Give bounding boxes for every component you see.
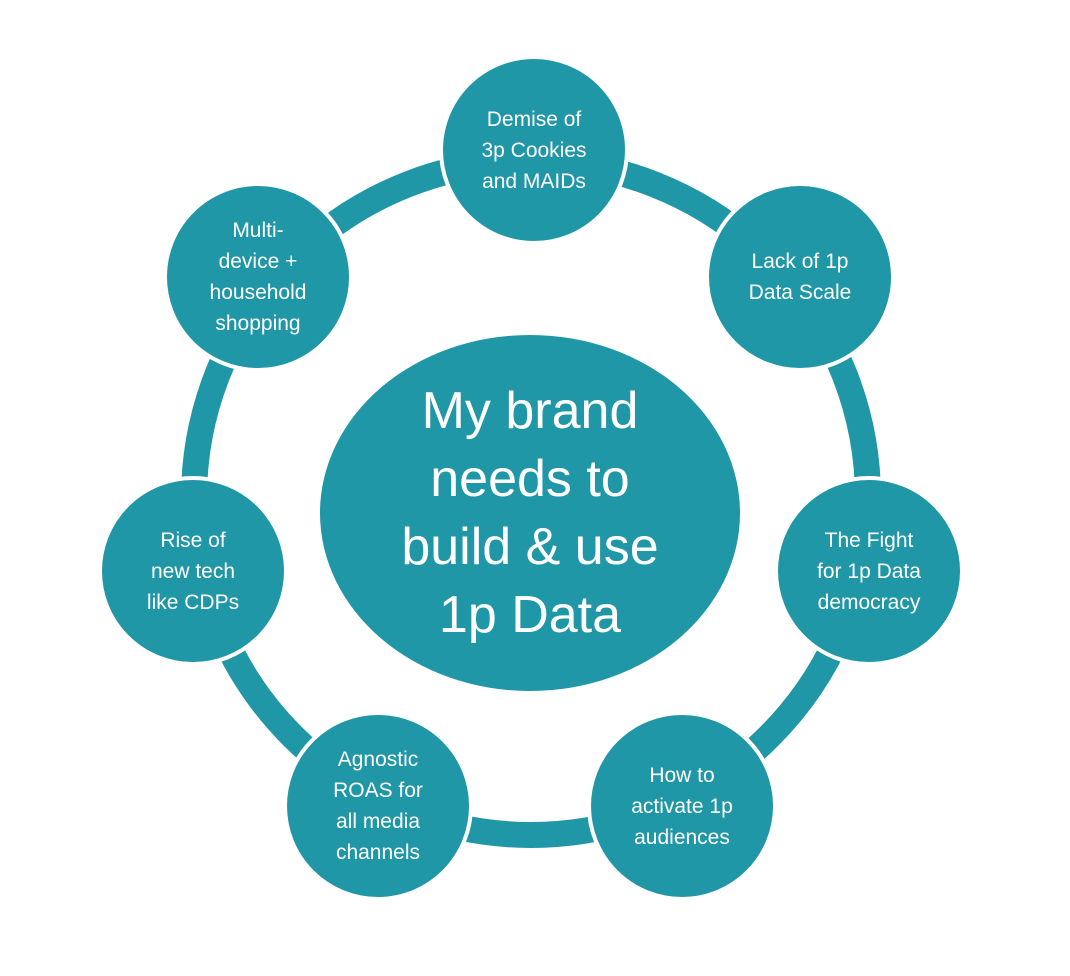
center-circle: My brand needs to build & use 1p Data xyxy=(316,331,744,695)
node-label: Lack of 1p Data Scale xyxy=(748,250,852,304)
node-label: Demise of 3p Cookies and MAIDs xyxy=(481,107,587,193)
node-activate-1p-audiences: How to activate 1p audiences xyxy=(587,711,777,901)
node-label: Multi- device + household shopping xyxy=(209,219,307,335)
node-rise-of-new-tech: Rise of new tech like CDPs xyxy=(98,476,288,666)
center-label: My brand needs to build & use 1p Data xyxy=(401,382,659,644)
node-fight-for-1p-data-democracy: The Fight for 1p Data democracy xyxy=(774,476,964,666)
node-label: Rise of new tech like CDPs xyxy=(146,528,240,614)
node-label: Agnostic ROAS for all media channels xyxy=(333,748,423,864)
node-label: The Fight for 1p Data democracy xyxy=(817,528,921,614)
node-lack-of-1p-data-scale: Lack of 1p Data Scale xyxy=(705,182,895,372)
node-label: How to activate 1p audiences xyxy=(631,763,733,849)
node-multi-device-household: Multi- device + household shopping xyxy=(163,182,353,372)
node-agnostic-roas: Agnostic ROAS for all media channels xyxy=(283,711,473,901)
node-demise-of-3p-cookies: Demise of 3p Cookies and MAIDs xyxy=(439,55,629,245)
